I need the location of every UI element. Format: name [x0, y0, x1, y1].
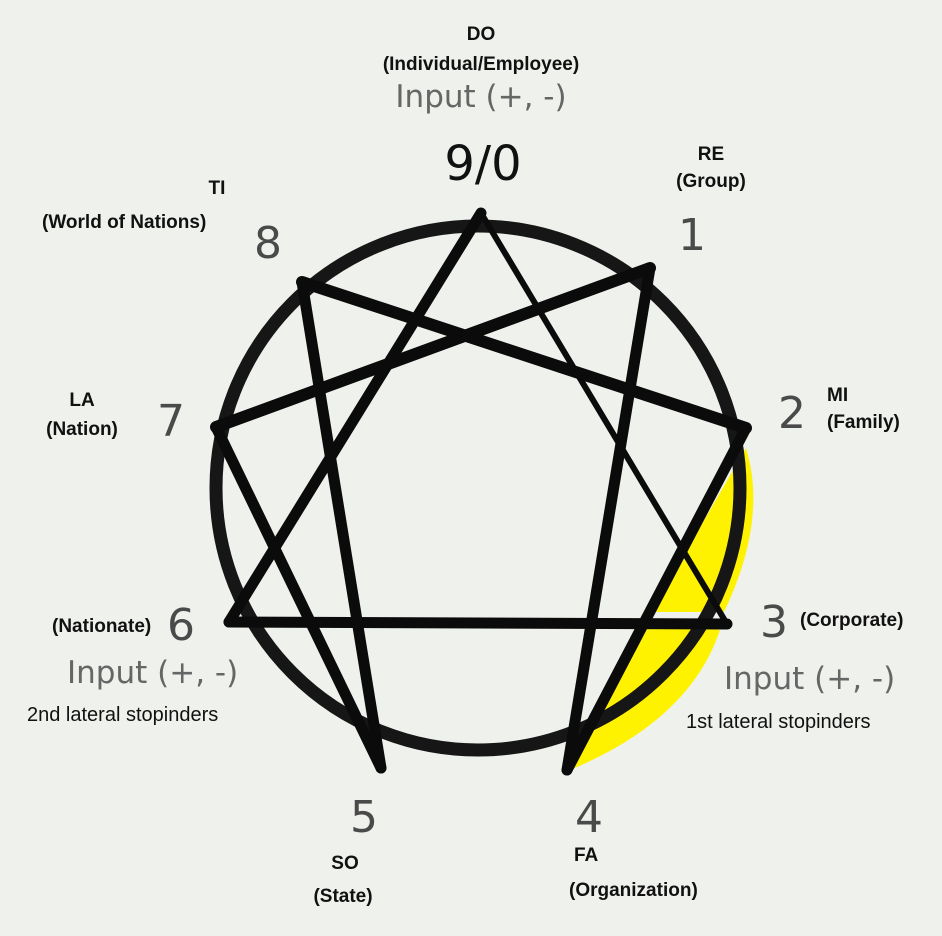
node-5-code: SO	[331, 853, 359, 874]
node-4-number: 4	[575, 792, 603, 843]
node-4-code: FA	[574, 845, 599, 866]
node-3-number: 3	[760, 597, 788, 648]
node-0-code: DO	[466, 24, 496, 45]
node-3-input: Input (+, -)	[724, 661, 896, 697]
node-4-desc: (Organization)	[569, 880, 698, 901]
node-0-desc: (Individual/Employee)	[382, 54, 580, 75]
node-0-input: Input (+, -)	[395, 79, 567, 115]
node-1-code: RE	[697, 144, 725, 165]
node-8-code: TI	[208, 178, 226, 199]
node-6-number: 6	[167, 600, 195, 651]
line-3-9	[478, 210, 730, 627]
node-2-code: MI	[827, 385, 849, 406]
line-8-5	[296, 276, 387, 774]
node-3-desc: (Corporate)	[800, 610, 904, 631]
node-8-desc: (World of Nations)	[42, 212, 207, 233]
node-6-input: Input (+, -)	[67, 655, 239, 691]
line-5-7	[210, 421, 387, 774]
line-2-8	[296, 276, 752, 434]
node-2-desc: (Family)	[827, 412, 900, 433]
node-8-number: 8	[254, 218, 282, 269]
node-5-desc: (State)	[313, 886, 373, 907]
node-3-note: 1st lateral stopinders	[686, 711, 871, 733]
line-1-4	[561, 262, 656, 776]
node-1-desc: (Group)	[676, 171, 746, 192]
line-4-2	[561, 422, 752, 776]
node-1-number: 1	[678, 210, 706, 261]
node-7-code: LA	[69, 390, 95, 411]
line-7-1	[210, 262, 656, 433]
node-2-number: 2	[778, 388, 806, 439]
enneagram-circle	[209, 219, 747, 757]
node-6-note: 2nd lateral stopinders	[27, 704, 219, 726]
line-6-3	[223, 616, 733, 630]
node-5-number: 5	[350, 792, 378, 843]
line-9-6	[223, 207, 487, 628]
node-7-number: 7	[157, 396, 185, 447]
node-6-desc: (Nationate)	[52, 616, 152, 637]
node-0-number: 9/0	[444, 136, 522, 192]
node-7-desc: (Nation)	[46, 419, 118, 440]
